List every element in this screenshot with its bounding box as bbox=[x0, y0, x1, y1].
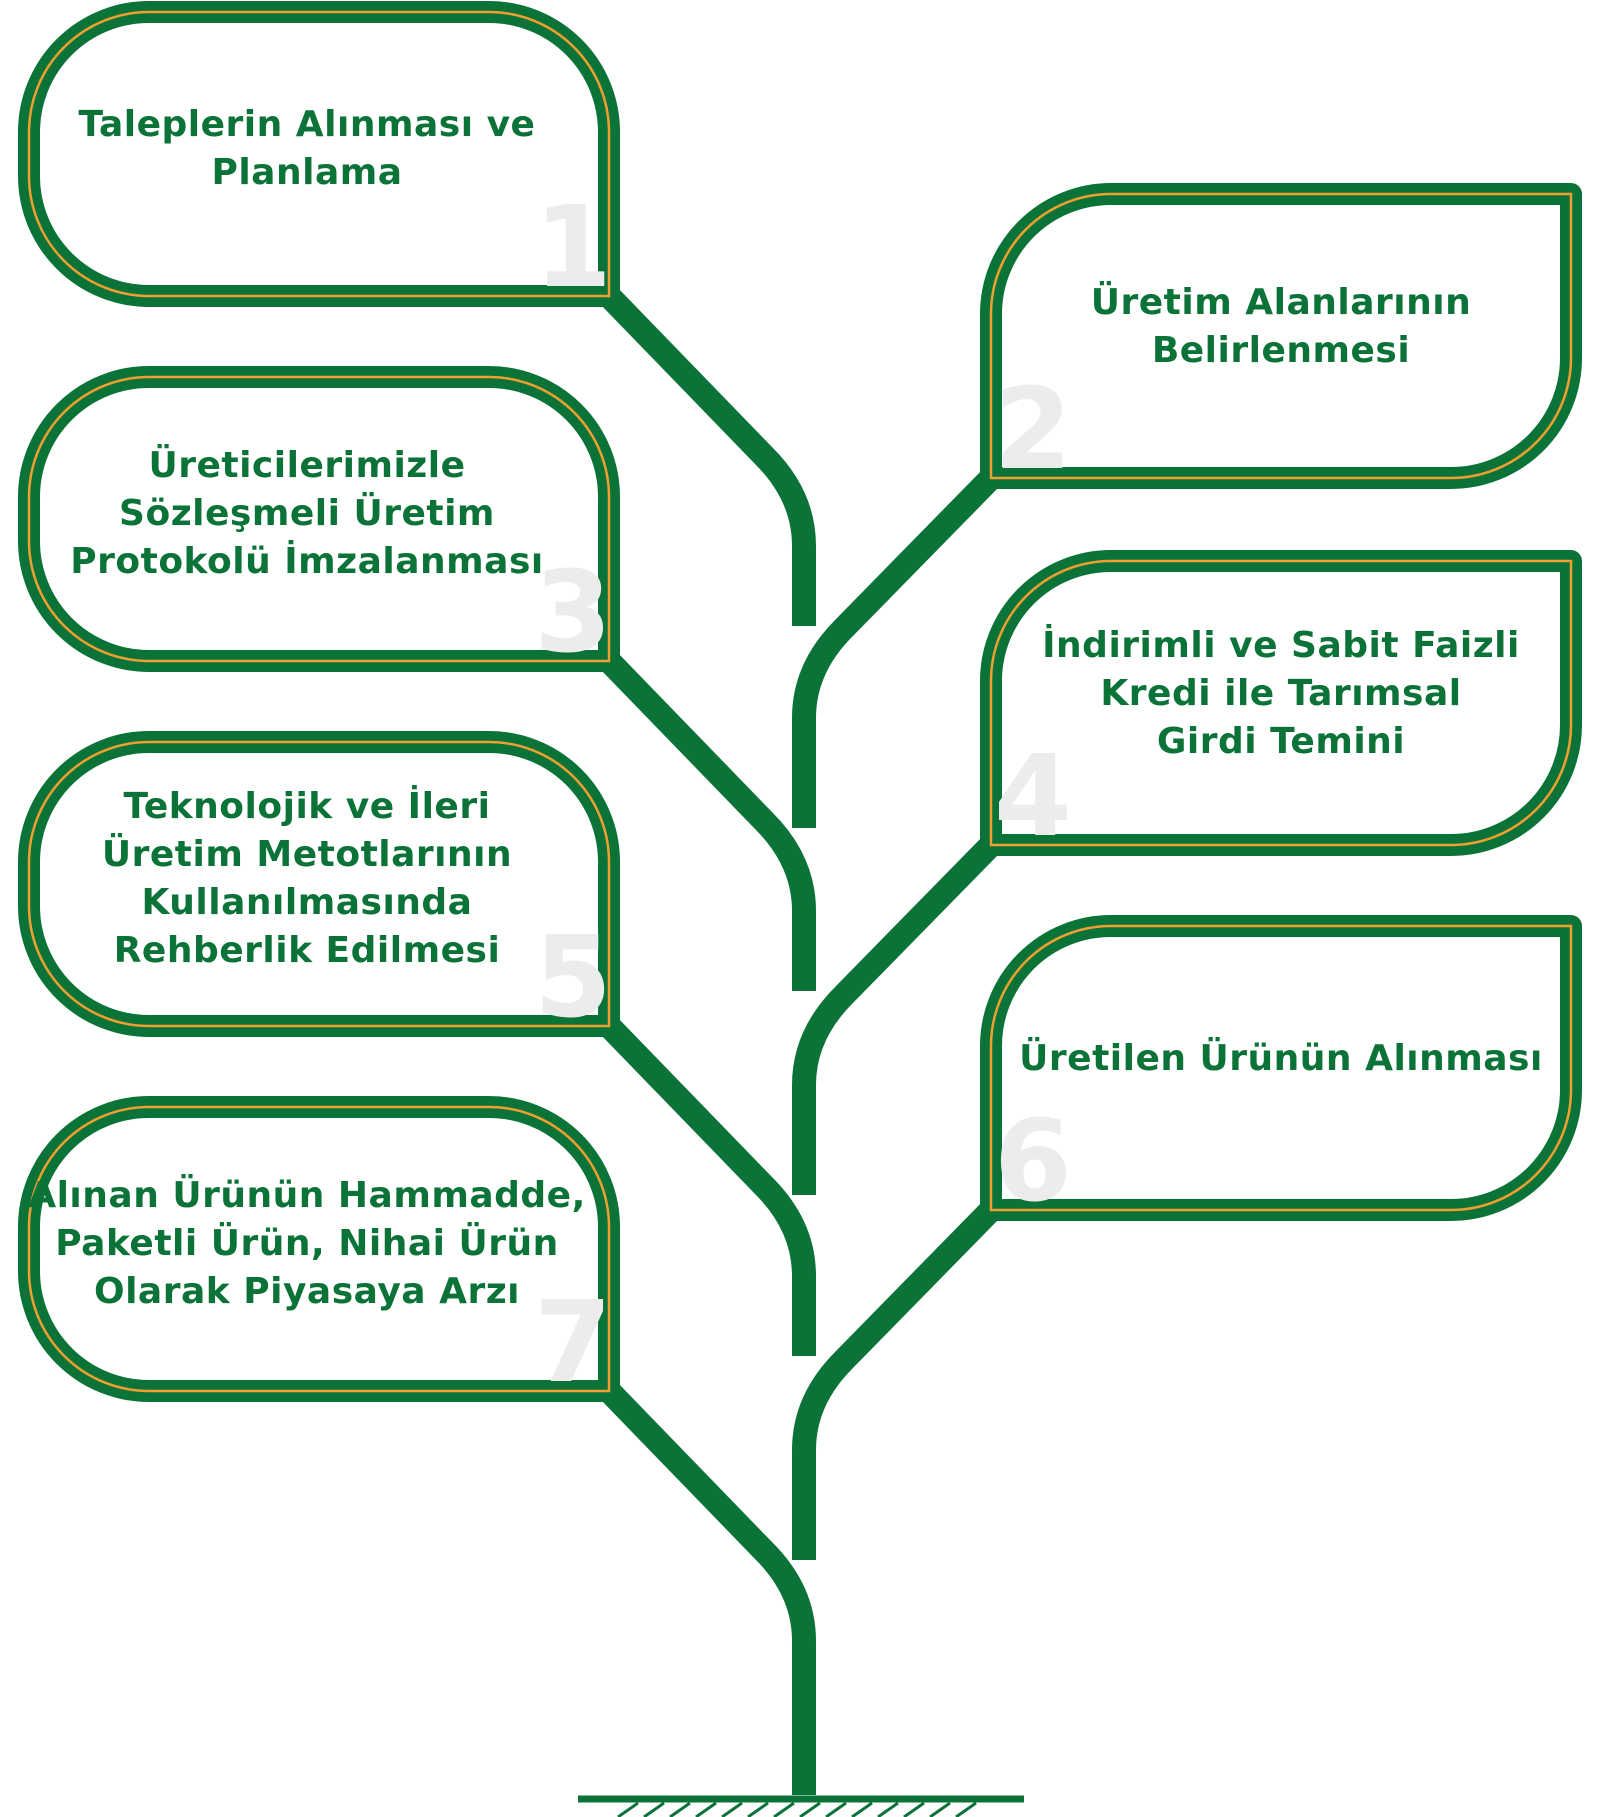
ground-hatch bbox=[669, 1801, 691, 1817]
ground-hatch bbox=[643, 1801, 665, 1817]
stem-step-4 bbox=[792, 836, 1000, 1195]
ground-hatch bbox=[877, 1801, 899, 1817]
step-number: 4 bbox=[994, 732, 1072, 862]
ground-hatch bbox=[903, 1801, 925, 1817]
step-label-line: Kullanılmasında bbox=[142, 882, 473, 923]
step-number: 2 bbox=[994, 365, 1072, 495]
step-label-line: Üreticilerimizle bbox=[148, 444, 465, 486]
tree-ground bbox=[578, 1795, 1024, 1817]
stem-step-2 bbox=[792, 469, 1000, 828]
ground-hatch bbox=[695, 1801, 717, 1817]
leaf-inner-outline bbox=[27, 10, 611, 298]
stem-step-6 bbox=[792, 1201, 1000, 1560]
ground-hatch bbox=[617, 1801, 639, 1817]
stem-step-3 bbox=[600, 652, 816, 991]
step-label-line: Belirlenmesi bbox=[1152, 330, 1410, 371]
step-label-line: Taleplerin Alınması ve bbox=[79, 104, 536, 145]
stem-step-5 bbox=[600, 1017, 816, 1356]
ground-hatch bbox=[825, 1801, 847, 1817]
leaf-inner-outline bbox=[989, 192, 1573, 480]
leaf-inner-outline bbox=[27, 740, 611, 1028]
step-number: 3 bbox=[534, 548, 612, 678]
ground-hatch bbox=[773, 1801, 795, 1817]
trunk-stem bbox=[600, 1382, 816, 1795]
step-label-line: Alınan Ürünün Hammadde, bbox=[28, 1174, 586, 1216]
ground-hatch bbox=[747, 1801, 769, 1817]
step-label-line: Üretim Alanlarının bbox=[1091, 281, 1471, 323]
ground-hatch bbox=[799, 1801, 821, 1817]
step-label-line: Sözleşmeli Üretim bbox=[119, 492, 495, 534]
tree-branches bbox=[600, 287, 1000, 1795]
leaf-step-7: 7 Alınan Ürünün Hammadde, Paketli Ürün, Ni… bbox=[18, 1096, 620, 1408]
leaf-inner-outline bbox=[27, 375, 611, 663]
step-label-line: İndirimli ve Sabit Faizli bbox=[1042, 624, 1520, 666]
leaf-step-6: 6 Üretilen Ürünün Alınması bbox=[980, 915, 1582, 1227]
step-label-line: Üretim Metotlarının bbox=[102, 833, 512, 875]
leaf-inner-outline bbox=[989, 924, 1573, 1212]
step-number: 6 bbox=[994, 1097, 1072, 1227]
step-number: 7 bbox=[534, 1278, 612, 1408]
ground-hatch bbox=[721, 1801, 743, 1817]
step-label-line: Paketli Ürün, Nihai Ürün bbox=[55, 1222, 558, 1264]
step-label-line: Planlama bbox=[211, 152, 402, 193]
leaf-inner-outline bbox=[27, 1105, 611, 1393]
step-label-line: Protokolü İmzalanması bbox=[70, 540, 544, 582]
ground-hatch bbox=[929, 1801, 951, 1817]
ground-hatch bbox=[955, 1801, 977, 1817]
step-number: 1 bbox=[534, 183, 612, 313]
tree-leaves: 1 Taleplerin Alınması ve Planlama 3 Üreticil… bbox=[18, 1, 1582, 1408]
leaf-step-1: 1 Taleplerin Alınması ve Planlama bbox=[18, 1, 620, 313]
leaf-inner-outline bbox=[989, 559, 1573, 847]
step-number: 5 bbox=[534, 913, 612, 1043]
step-label-line: Kredi ile Tarımsal bbox=[1100, 673, 1461, 714]
step-label-line: Teknolojik ve İleri bbox=[124, 785, 491, 827]
stem-step-1 bbox=[600, 287, 816, 626]
step-label-line: Girdi Temini bbox=[1157, 721, 1405, 762]
ground-hatch bbox=[851, 1801, 873, 1817]
step-label-line: Olarak Piyasaya Arzı bbox=[94, 1271, 520, 1312]
step-label-line: Rehberlik Edilmesi bbox=[114, 930, 501, 971]
step-label-line: Üretilen Ürünün Alınması bbox=[1019, 1037, 1543, 1079]
